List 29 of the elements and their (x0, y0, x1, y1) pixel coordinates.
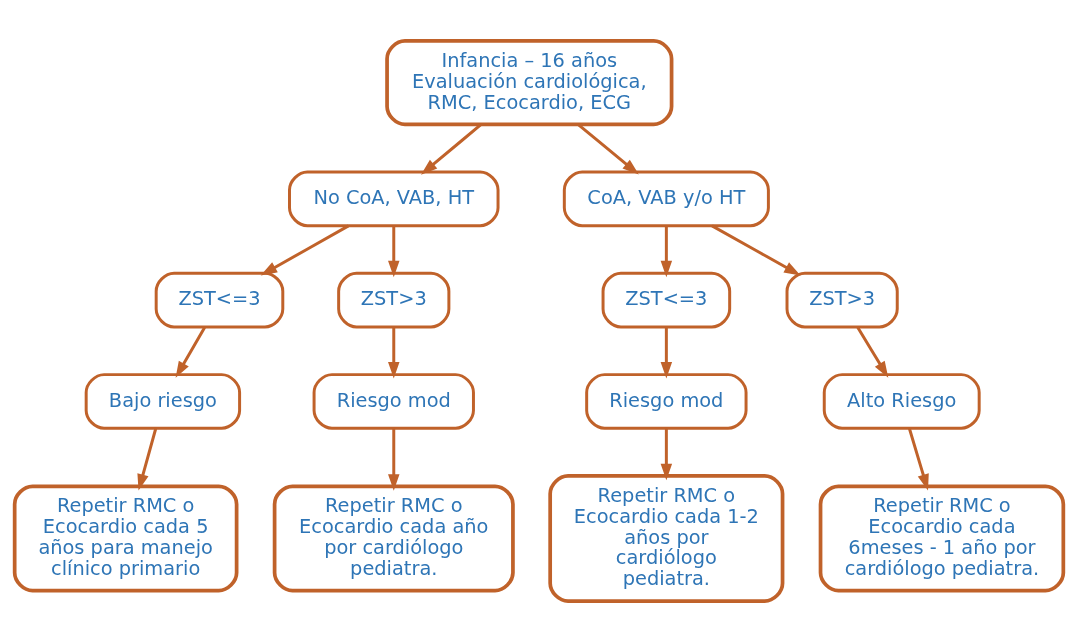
node-box: ZST<=3 (601, 271, 732, 329)
arrow (388, 327, 400, 379)
arrow (660, 327, 673, 379)
arrow (260, 224, 350, 276)
arrow (908, 428, 929, 491)
arrow (175, 326, 206, 378)
node-box: Repetir RMC o Ecocardio cada año por cardiólogo pediatra. (272, 484, 515, 593)
node-box: Alto Riesgo (822, 373, 981, 430)
arrow (577, 123, 639, 175)
node-box: Infancia – 16 años Evaluación cardiológica, RMC, Ecocardio, ECG (385, 39, 674, 127)
node-box: ZST>3 (337, 271, 451, 329)
arrow (388, 226, 400, 278)
node-box: No CoA, VAB, HT (288, 170, 500, 228)
arrow (137, 428, 158, 491)
node-box: Riesgo mod (312, 373, 475, 430)
arrow (421, 123, 483, 175)
arrow (711, 224, 801, 276)
node-box: CoA, VAB y/o HT (562, 170, 770, 228)
arrow (856, 326, 889, 378)
arrow (660, 226, 673, 278)
node-box: Bajo riesgo (84, 373, 242, 430)
arrow (660, 428, 673, 481)
node-box: Riesgo mod (585, 373, 748, 430)
arrow (388, 428, 400, 491)
node-box: ZST>3 (785, 271, 899, 329)
node-box: Repetir RMC o Ecocardio cada 1-2 años por cardiólogo pediatra. (548, 474, 785, 603)
node-box: Repetir RMC o Ecocardio cada 6meses - 1 año por cardiólogo pediatra. (818, 484, 1066, 593)
node-box: ZST<=3 (154, 271, 285, 329)
node-box: Repetir RMC o Ecocardio cada 5 años para manejo clínico primario (12, 484, 239, 593)
